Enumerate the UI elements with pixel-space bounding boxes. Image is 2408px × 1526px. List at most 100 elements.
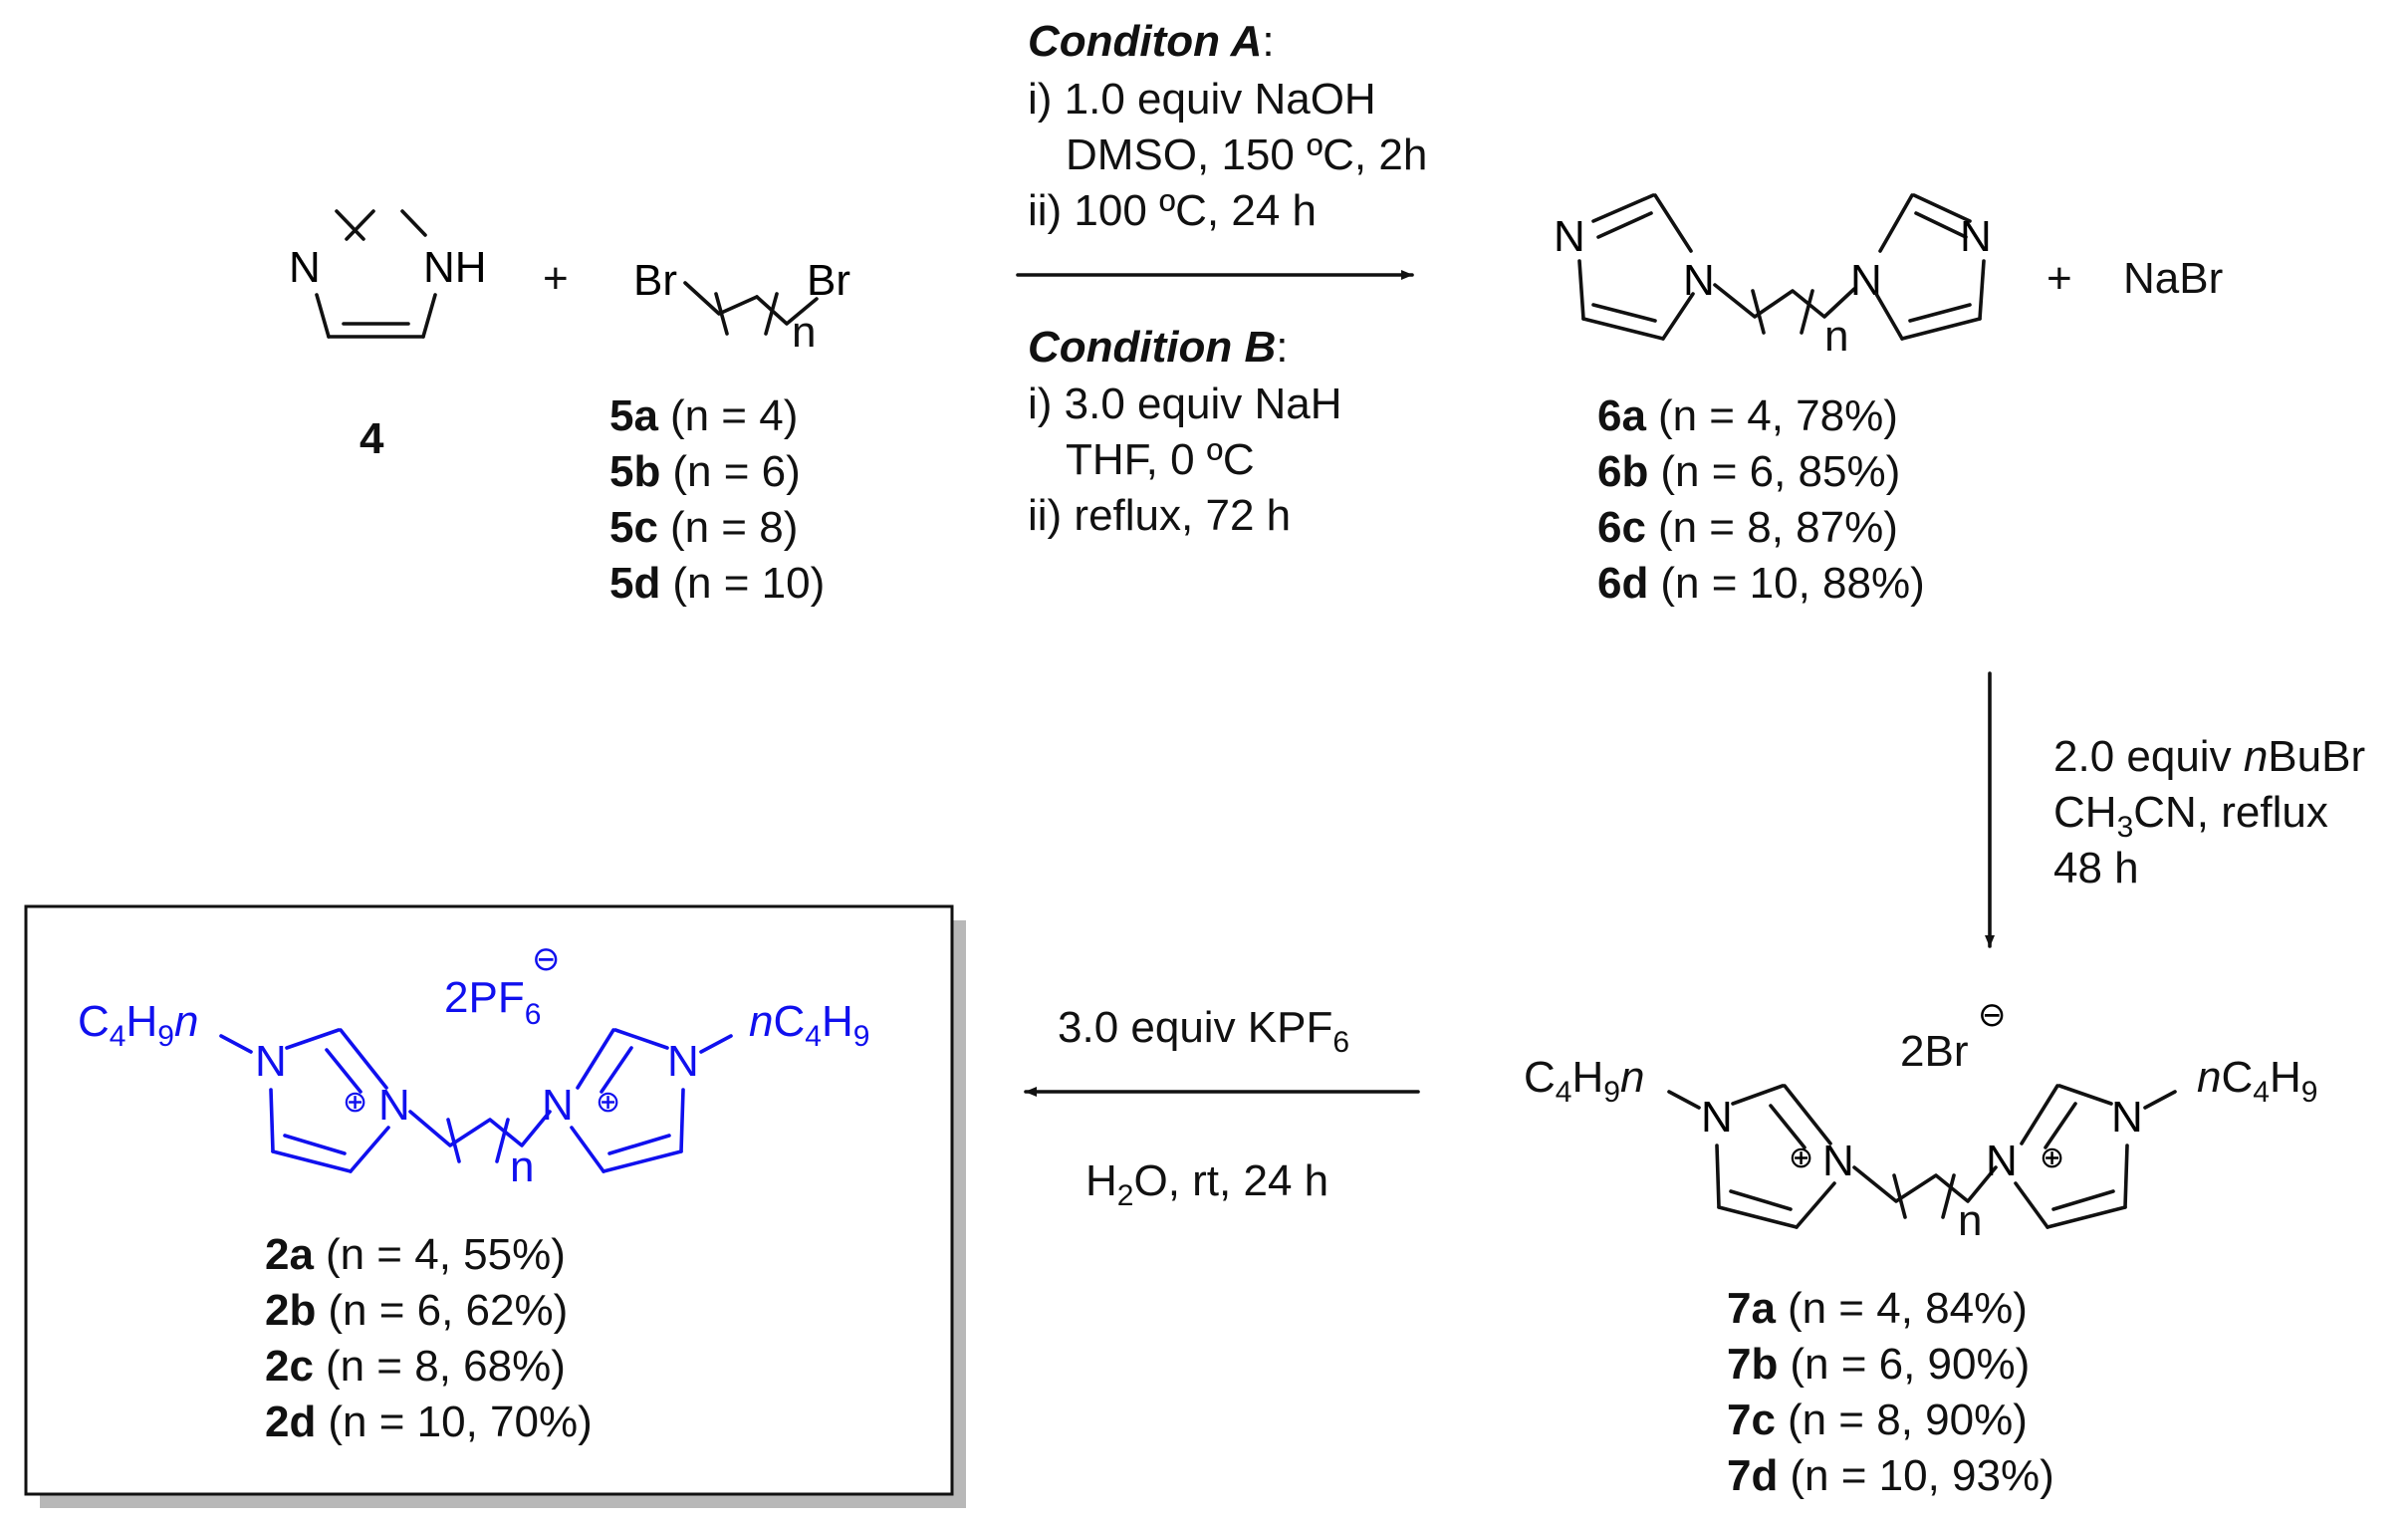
bond <box>1783 1084 1832 1145</box>
bond <box>2044 1102 2077 1149</box>
bond <box>1729 1189 1793 1211</box>
positive-charge-sign: ⊕ <box>1789 1142 1813 1174</box>
hexafluorophosphate-counterion: 2PF6 <box>444 973 541 1031</box>
positive-charge-sign: ⊕ <box>343 1086 367 1119</box>
alkyl-chain-bond <box>755 295 819 326</box>
condition-a-title: Conditon A: <box>1028 17 1275 66</box>
bond <box>600 1046 633 1094</box>
nitrogen-atom: N <box>667 1037 699 1086</box>
bond <box>421 293 437 339</box>
bond <box>1914 211 1968 239</box>
bond <box>339 1028 388 1090</box>
compound-7b-label: 7b(n = 6, 90%) <box>1727 1340 2030 1389</box>
compound-6b-label: 6b(n = 6, 85%) <box>1597 447 1900 496</box>
bond <box>1591 193 1655 223</box>
compound-6c-label: 6c(n = 8, 87%) <box>1597 503 1898 552</box>
bond <box>1795 1181 1836 1229</box>
bromine-atom-right: Br <box>807 256 850 305</box>
bond <box>2014 1181 2049 1229</box>
bond <box>613 1028 669 1050</box>
repeat-bracket <box>714 292 729 336</box>
bond <box>576 1028 615 1090</box>
bond <box>1667 1090 1701 1110</box>
bond <box>400 209 427 237</box>
condition-b-title: Condition B: <box>1028 323 1289 372</box>
compound-5d-label: 5d(n = 10) <box>609 559 825 608</box>
bond <box>1596 211 1653 239</box>
compound-5b-label: 5b(n = 6) <box>609 447 801 496</box>
bond <box>1661 292 1695 341</box>
bromine-atom-left: Br <box>633 256 677 305</box>
bond <box>1900 317 1982 341</box>
bond <box>269 1088 275 1153</box>
bond <box>219 1034 253 1054</box>
nitrogen-atom: N <box>1822 1137 1854 1185</box>
negative-charge-sign: ⊖ <box>1978 996 2007 1034</box>
compound-6-bis-imidazole: N N n N N + NaBr 6a(n = 4, 78%) 6b(n = 6… <box>1554 193 2223 608</box>
repeat-bracket <box>446 1118 461 1163</box>
repeat-count-n: n <box>510 1143 534 1191</box>
bond <box>1581 317 1665 341</box>
nitrogen-atom: N <box>1701 1093 1733 1142</box>
bond <box>679 1088 685 1153</box>
butyl-substituent-left: C4H9n <box>78 997 198 1053</box>
bond <box>349 1126 390 1173</box>
alkyl-chain-bond <box>1713 283 1856 319</box>
nitrogen-atom: N <box>542 1081 574 1130</box>
bond <box>1717 1205 1799 1229</box>
bromide-counterion: 2Br <box>1900 1027 1968 1076</box>
nitrogen-atom: N <box>1554 212 1585 261</box>
butyl-substituent-left: C4H9n <box>1524 1053 1644 1109</box>
bond <box>699 1034 733 1054</box>
step-2-line-3: 48 h <box>2053 844 2139 892</box>
nitrogen-atom: N <box>1986 1137 2018 1185</box>
step-2-line-1: 2.0 equiv nBuBr <box>2053 732 2365 781</box>
repeat-bracket <box>1941 1173 1956 1219</box>
step-2-reaction-arrow: 2.0 equiv nBuBr CH3CN, reflux 48 h <box>1985 671 2365 948</box>
nitrogen-atom: N <box>289 243 321 292</box>
bond <box>2143 1090 2177 1110</box>
bond <box>1878 193 1914 253</box>
condition-a-line-3: ii) 100 ºC, 24 h <box>1028 186 1317 235</box>
bond <box>1912 193 1972 223</box>
condition-b-line-3: ii) reflux, 72 h <box>1028 491 1291 540</box>
plus-sign: + <box>2047 254 2072 303</box>
alkyl-chain-bond <box>683 281 759 316</box>
positive-charge-sign: ⊕ <box>596 1086 620 1119</box>
butyl-substituent-right: nC4H9 <box>749 997 869 1053</box>
nitrogen-atom: N <box>1683 256 1715 305</box>
compound-4-imidazole: N NH 4 <box>289 209 487 463</box>
bond <box>345 209 375 241</box>
bond <box>1978 259 1986 321</box>
compound-7d-label: 7d(n = 10, 93%) <box>1727 1451 2054 1500</box>
compound-7a-label: 7a(n = 4, 84%) <box>1727 1284 2028 1333</box>
compound-2-boxed-product: 2PF6 ⊖ C4H9n N ⊕ N n N ⊕ N nC4H9 2a(n = … <box>24 904 966 1508</box>
bond <box>283 1134 347 1155</box>
step-3-reaction-arrow: 3.0 equiv KPF6 H2O, rt, 24 h <box>1024 1003 1420 1212</box>
alkyl-chain-bond <box>1852 1165 1998 1203</box>
bond <box>1653 193 1693 253</box>
compound-6a-label: 6a(n = 4, 78%) <box>1597 391 1898 440</box>
butyl-substituent-right: nC4H9 <box>2197 1053 2317 1109</box>
bond <box>315 293 331 339</box>
repeat-bracket <box>1800 289 1814 335</box>
bond <box>1874 292 1904 341</box>
nitrogen-atom: N <box>2111 1093 2143 1142</box>
plus-sign: + <box>543 254 569 303</box>
bond <box>1577 259 1585 321</box>
compound-5a-label: 5a(n = 4) <box>609 391 798 440</box>
compound-7c-label: 7c(n = 8, 90%) <box>1727 1396 2028 1444</box>
bond <box>2123 1144 2129 1209</box>
compound-5c-label: 5c(n = 8) <box>609 503 798 552</box>
bond <box>2051 1189 2115 1211</box>
repeat-count-n: n <box>792 308 816 357</box>
bond <box>2046 1205 2127 1229</box>
nh-group: NH <box>423 243 487 292</box>
sodium-bromide-byproduct: NaBr <box>2123 254 2223 303</box>
bond <box>325 1048 362 1094</box>
bond <box>1769 1104 1806 1149</box>
nitrogen-atom: N <box>378 1081 410 1130</box>
compound-2a-label: 2a(n = 4, 55%) <box>265 1230 566 1279</box>
repeat-bracket <box>1892 1173 1907 1219</box>
bond <box>335 209 365 241</box>
